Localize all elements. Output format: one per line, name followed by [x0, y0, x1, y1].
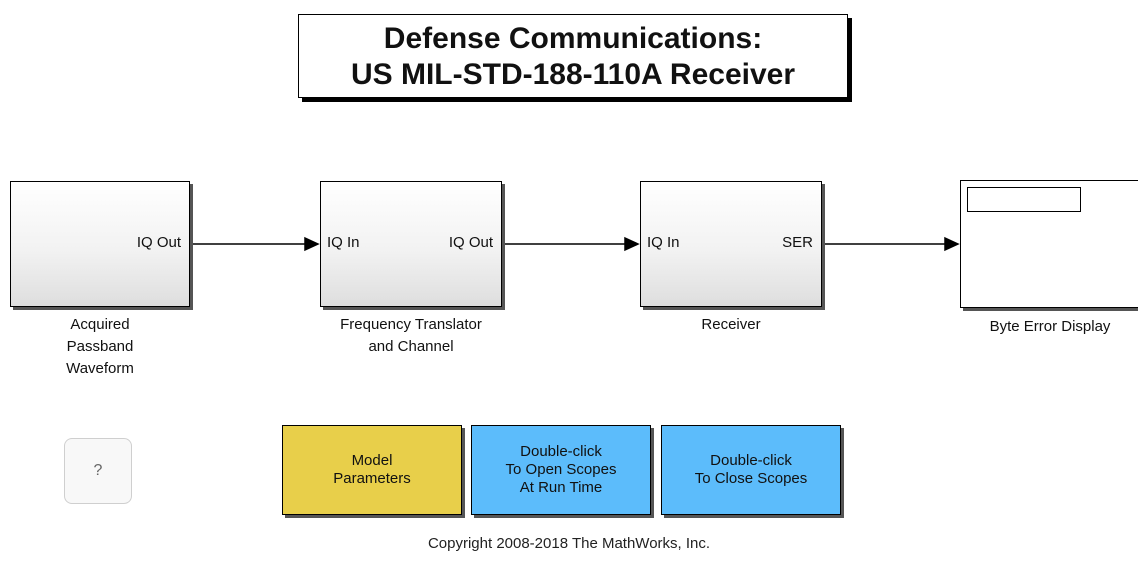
label-line: Waveform [66, 360, 134, 377]
model-title-line2: US MIL-STD-188-110A Receiver [350, 58, 796, 91]
label-line: and Channel [368, 338, 454, 355]
acquired-passband-waveform-label: Acquired Passband Waveform [30, 314, 170, 380]
open-scopes-button[interactable]: Double-click To Open Scopes At Run Time [471, 425, 651, 515]
open-scopes-label: Double-click To Open Scopes At Run Time [505, 443, 617, 496]
close-scopes-label: Double-click To Close Scopes [694, 452, 808, 487]
display-readout [967, 187, 1081, 212]
label-line: Frequency Translator [340, 316, 482, 333]
label-line: Acquired [70, 316, 130, 333]
iq-out-port-label: IQ Out [136, 234, 181, 251]
frequency-translator-label: Frequency Translator and Channel [300, 314, 522, 358]
iq-in-port-label: IQ In [647, 234, 680, 251]
receiver-block[interactable]: IQ In SER [640, 181, 822, 307]
copyright-text: Copyright 2008-2018 The MathWorks, Inc. [427, 535, 711, 552]
model-parameters-label: Model Parameters [333, 452, 411, 487]
frequency-translator-block[interactable]: IQ In IQ Out [320, 181, 502, 307]
help-icon: ? [93, 462, 103, 479]
label-line: Passband [66, 338, 134, 355]
model-title-line1: Defense Communications: [383, 22, 763, 55]
arrowhead-icon [304, 236, 320, 252]
arrowhead-icon [944, 236, 960, 252]
ser-port-label: SER [782, 234, 813, 251]
model-parameters-button[interactable]: Model Parameters [282, 425, 462, 515]
byte-error-display-label: Byte Error Display [989, 318, 1111, 335]
close-scopes-button[interactable]: Double-click To Close Scopes [661, 425, 841, 515]
acquired-passband-waveform-block[interactable]: IQ Out [10, 181, 190, 307]
iq-in-port-label: IQ In [327, 234, 360, 251]
iq-out-port-label: IQ Out [448, 234, 493, 251]
help-button[interactable]: ? [64, 438, 132, 504]
arrowhead-icon [624, 236, 640, 252]
receiver-label: Receiver [701, 316, 761, 333]
byte-error-display-block[interactable] [960, 180, 1138, 308]
model-title: Defense Communications: US MIL-STD-188-1… [298, 14, 848, 98]
